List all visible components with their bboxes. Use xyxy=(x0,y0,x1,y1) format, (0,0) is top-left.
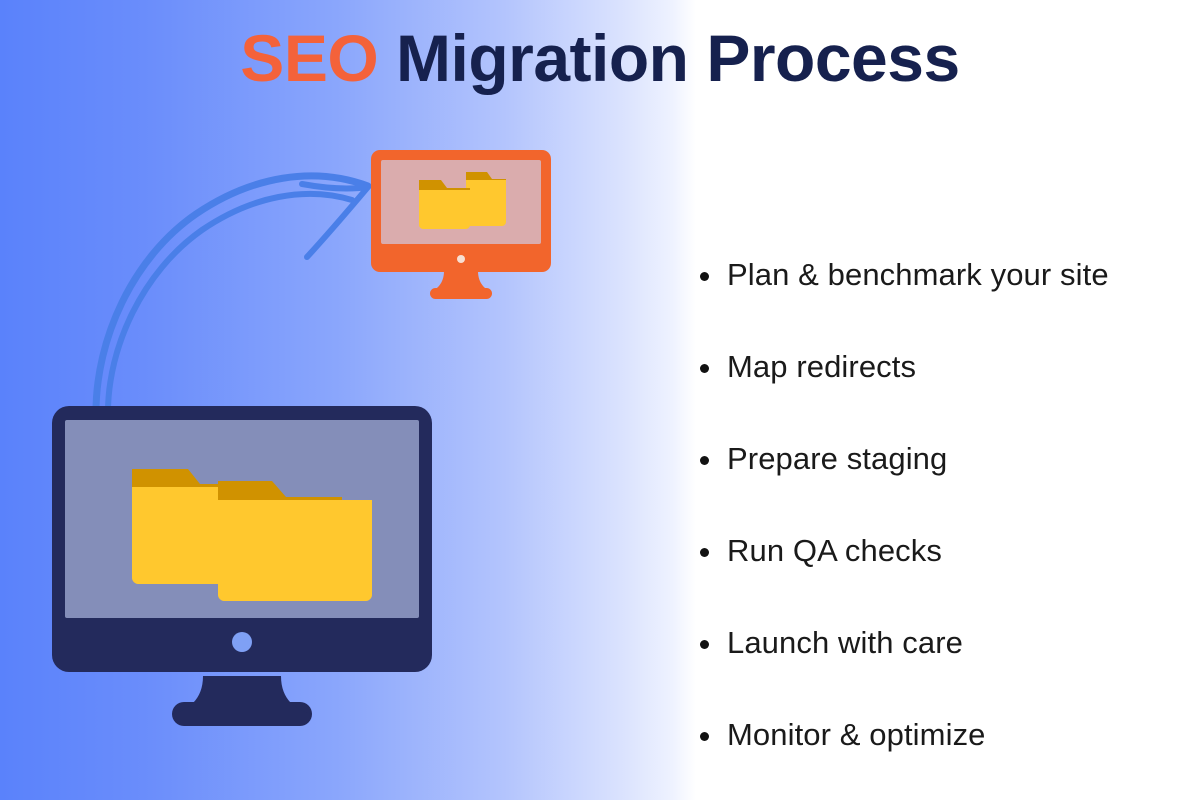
list-item[interactable]: Map redirects xyxy=(700,349,1190,442)
navy-monitor-stand-neck xyxy=(172,676,312,714)
navy-monitor-folder-front xyxy=(218,481,372,601)
bullet-dot-icon xyxy=(700,456,709,465)
bullet-dot-icon xyxy=(700,272,709,281)
orange-monitor-power-dot xyxy=(457,255,465,263)
list-item-label: Plan & benchmark your site xyxy=(727,257,1109,292)
process-step-list: Plan & benchmark your site Map redirects… xyxy=(700,257,1190,800)
bullet-dot-icon xyxy=(700,548,709,557)
title-rest: Migration Process xyxy=(378,21,960,95)
orange-monitor-stand-neck xyxy=(430,271,492,292)
list-item-label: Run QA checks xyxy=(727,533,942,568)
navy-monitor-power-dot xyxy=(232,632,252,652)
migration-illustration xyxy=(52,150,551,726)
list-item[interactable]: Launch with care xyxy=(700,625,1190,718)
page-title: SEO Migration Process xyxy=(0,22,1200,95)
orange-monitor-folder-front xyxy=(419,180,470,229)
list-item-label: Prepare staging xyxy=(727,441,948,476)
list-item-label: Map redirects xyxy=(727,349,917,384)
bullet-dot-icon xyxy=(700,732,709,741)
list-item-label: Launch with care xyxy=(727,625,963,660)
large-navy-monitor xyxy=(52,406,432,726)
bullet-dot-icon xyxy=(700,364,709,373)
curved-migration-arrow-icon xyxy=(92,172,372,416)
list-item[interactable]: Run QA checks xyxy=(700,533,1190,626)
small-orange-monitor xyxy=(371,150,551,299)
list-item[interactable]: Monitor & optimize xyxy=(700,717,1190,800)
bullet-dot-icon xyxy=(700,640,709,649)
title-highlight: SEO xyxy=(240,21,379,95)
list-item[interactable]: Plan & benchmark your site xyxy=(700,257,1190,350)
orange-monitor-folder-back xyxy=(466,172,506,226)
list-item[interactable]: Prepare staging xyxy=(700,441,1190,534)
list-item-label: Monitor & optimize xyxy=(727,717,986,752)
